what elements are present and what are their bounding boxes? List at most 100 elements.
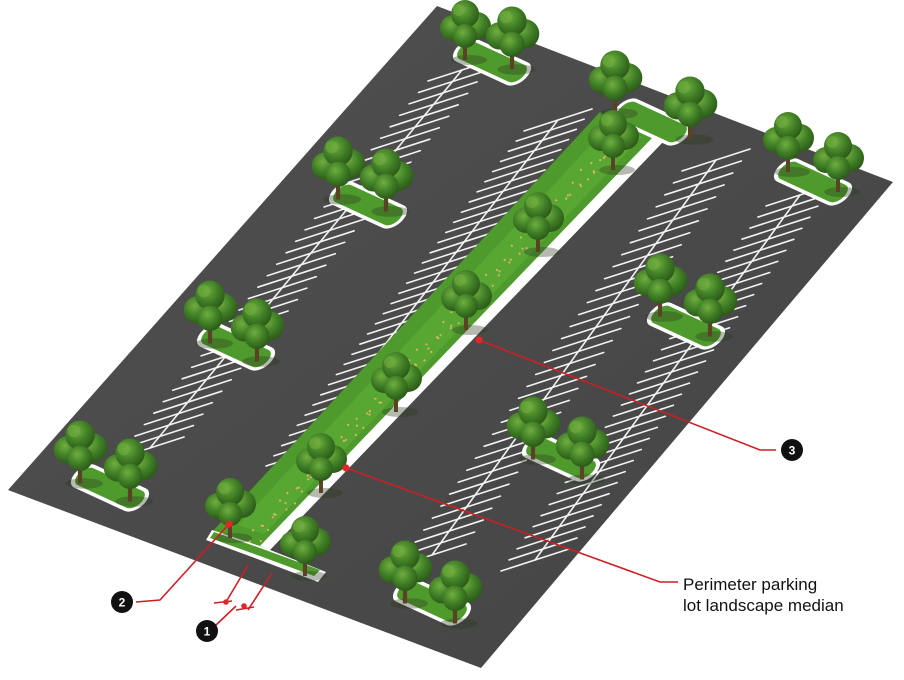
- stall-stripe: [636, 360, 707, 384]
- stall-stripe: [612, 243, 682, 268]
- stall-stripe: [681, 148, 751, 172]
- stall-stripe: [628, 371, 699, 395]
- landscape-island: [646, 302, 726, 350]
- stall-stripe: [171, 367, 242, 392]
- callout-line-median: [345, 467, 678, 583]
- flower-speck: [259, 539, 262, 543]
- stall-stripe: [408, 81, 478, 105]
- flower-speck: [450, 324, 453, 327]
- tree-icon: [588, 50, 643, 119]
- stall-stripe: [285, 230, 355, 254]
- stall-stripe: [414, 519, 485, 543]
- badge-3-number: 3: [789, 444, 796, 458]
- stall-stripe: [507, 128, 578, 153]
- flower-speck: [579, 183, 582, 186]
- stall-stripe: [294, 218, 365, 243]
- flower-speck: [251, 529, 255, 532]
- stall-stripe: [523, 108, 593, 132]
- stall-stripe: [437, 219, 507, 244]
- flower-speck: [436, 336, 439, 339]
- flower-speck: [368, 413, 371, 416]
- flower-speck: [521, 247, 524, 250]
- stall-stripe: [275, 241, 346, 266]
- flower-speck: [565, 197, 568, 200]
- flower-speck: [285, 508, 288, 511]
- callout-dots: [225, 336, 483, 528]
- flower-speck: [267, 528, 270, 532]
- stall-stripe: [569, 303, 639, 328]
- flower-speck: [279, 499, 282, 502]
- tree-icon: [763, 112, 814, 177]
- stall-stripe: [532, 503, 602, 528]
- flower-speck: [344, 438, 348, 441]
- tree-icon: [813, 132, 864, 197]
- stall-stripe: [153, 390, 223, 414]
- tree-icon: [633, 253, 688, 322]
- flower-speck: [286, 492, 289, 495]
- flower-speck: [425, 343, 428, 346]
- tree-icon: [378, 540, 433, 609]
- flower-speck: [602, 156, 605, 160]
- stall-stripe: [370, 126, 441, 151]
- tree-icon: [513, 192, 564, 257]
- stall-stripe: [500, 548, 570, 572]
- stall-stripe: [468, 179, 539, 203]
- numbered-badge-icon: [196, 620, 218, 642]
- stall-stripe: [508, 537, 578, 561]
- stall-stripe: [460, 189, 531, 214]
- flower-speck: [340, 436, 343, 439]
- flower-speck: [300, 490, 303, 493]
- tree-icon: [683, 273, 738, 342]
- landscape-island: [773, 158, 853, 206]
- stall-stripe: [499, 138, 570, 163]
- tree-icon: [53, 420, 108, 489]
- flower-speck: [248, 540, 251, 543]
- landscape-island: [452, 38, 532, 86]
- tree-icon: [663, 76, 718, 145]
- tree-icon: [440, 0, 491, 65]
- center-median-curb: [258, 136, 664, 550]
- numbered-badge-icon: [781, 439, 803, 461]
- flower-speck: [519, 236, 523, 239]
- flower-speck: [307, 478, 310, 481]
- stall-stripe: [620, 382, 691, 406]
- stall-stripe: [445, 209, 515, 234]
- flower-speck: [297, 486, 300, 489]
- flower-speck: [579, 185, 583, 188]
- stall-stripe: [423, 507, 493, 531]
- stall-stripe: [484, 158, 554, 183]
- flower-speck: [571, 181, 574, 184]
- flower-speck: [509, 258, 512, 261]
- flower-speck: [306, 474, 309, 477]
- stall-stripe: [646, 196, 717, 220]
- landscape-island: [328, 181, 408, 229]
- row-spine: [534, 194, 801, 561]
- flower-speck: [362, 426, 365, 429]
- callout-line-2: [135, 523, 230, 603]
- tree-icon: [183, 280, 238, 349]
- flower-speck: [510, 244, 513, 247]
- flower-speck: [439, 334, 442, 337]
- stall-stripe: [638, 208, 708, 232]
- tree-icon: [371, 352, 422, 417]
- median-label-line-2: lot landscape median: [683, 596, 844, 615]
- flower-speck: [355, 424, 359, 427]
- callout-lines: [135, 339, 776, 603]
- median-end-grass: [210, 532, 320, 576]
- stall-stripe: [452, 199, 523, 224]
- stall-stripe: [556, 470, 627, 495]
- flower-speck: [497, 274, 500, 277]
- flower-speck: [354, 433, 357, 437]
- flower-speck: [449, 327, 452, 330]
- stall-stripe: [457, 459, 528, 484]
- stall-stripe: [517, 375, 588, 400]
- numbered-badge-icon: [111, 591, 133, 613]
- stall-stripe: [620, 231, 691, 256]
- stall-stripe: [515, 118, 585, 142]
- flower-speck: [592, 170, 595, 173]
- flower-speck: [294, 502, 297, 505]
- badge-3: 3: [781, 439, 803, 461]
- stall-stripe: [733, 227, 803, 252]
- stall-stripe: [431, 495, 502, 519]
